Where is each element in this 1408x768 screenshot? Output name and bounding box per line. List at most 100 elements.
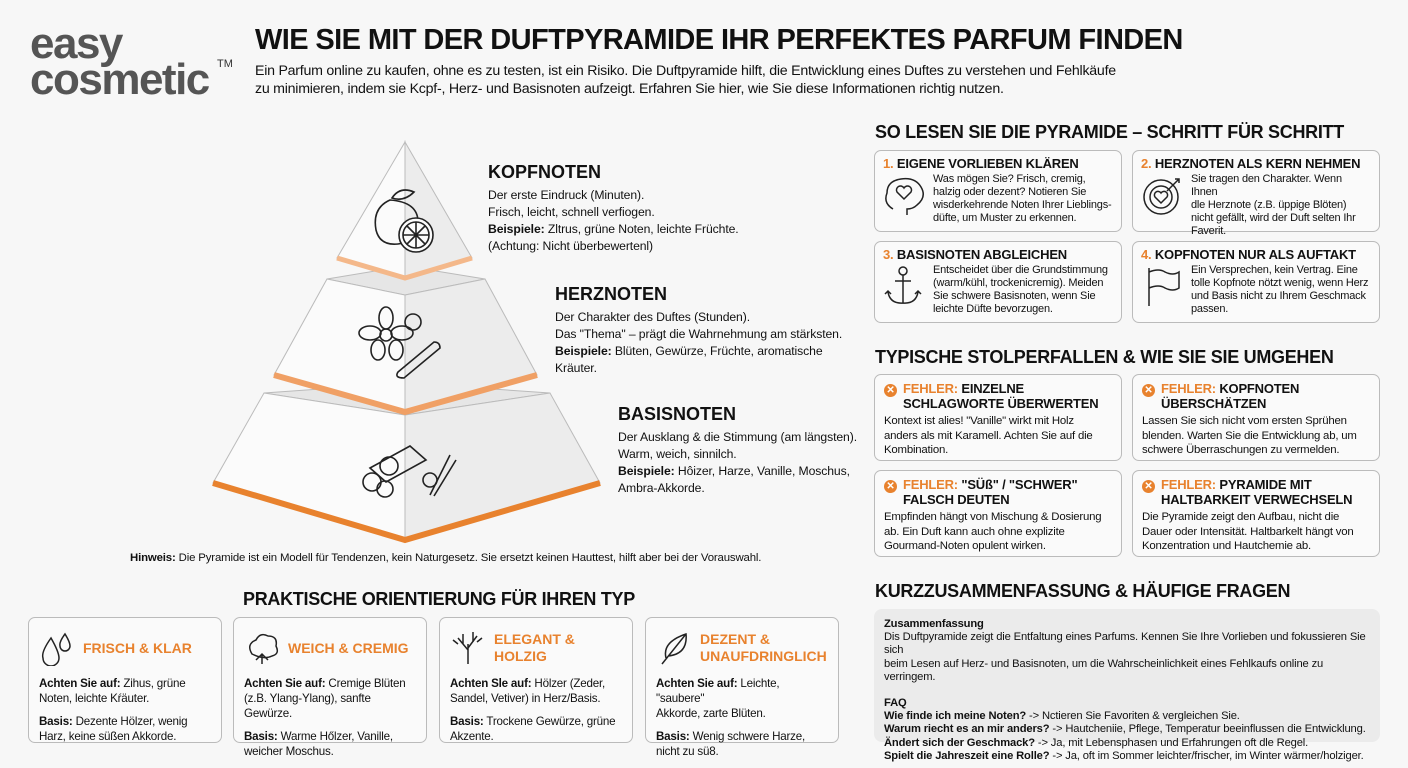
error-label: FEHLER: (903, 381, 958, 396)
faq-answer: -> Nctieren Sie Favoriten & vergleichen … (1026, 710, 1240, 723)
pitfall-card: ✕ FEHLER: KOPFNOTEN ÜBERSCHÄTZEN Lassen S… (1132, 374, 1380, 461)
type-name: DEZENT & UNAUFDRINGLICH (700, 631, 827, 664)
tree-icon (452, 632, 483, 664)
step-number: 3. (883, 247, 894, 262)
hint-label: Hinweis: (130, 552, 176, 564)
error-label: FEHLER: (1161, 477, 1216, 492)
tier-description: Der Charakter des Duftes (Stunden). Das … (555, 310, 843, 341)
error-label: FEHLER: (903, 477, 958, 492)
look-text: Hölzer (Zeder, Sandel, Vetiver) in Herz/… (450, 677, 606, 705)
droplets-icon (41, 632, 71, 666)
step-title: KOPFNOTEN NUR ALS AUFTAKT (1151, 247, 1356, 262)
types-heading: PRAKTISCHE ORIENTIERUNG FÜR IHREN TYP (243, 589, 635, 609)
type-card: WEICH & CREMIG Achten Sie auf: Cremige B… (233, 617, 427, 758)
examples-text: Zltrus, grüne Noten, leichte Früchte. (544, 222, 739, 236)
faq-item: Ändert sich der Geschmack? -> Ja, mit Le… (884, 737, 1370, 750)
pitfall-text: Lassen Sie sich nicht vom ersten Sprühen… (1142, 415, 1357, 456)
examples-text: Hôizer, Harze, Vanille, Moschus, Ambra-A… (618, 464, 850, 495)
type-card: DEZENT & UNAUFDRINGLICH Achten Sie auf: … (645, 617, 839, 758)
step-text: Entscheidet über die Grundstimmung (warm… (933, 264, 1108, 315)
type-card: ELEGANT & HOLZIG Achten Sle auf: Hölzer … (439, 617, 633, 743)
base-label: Basis: (450, 715, 484, 728)
look-label: Achten Sie auf: (244, 677, 326, 690)
base-text: Dezente Hölzer, wenig Harz, keine süßen … (39, 715, 188, 743)
faq-label: FAQ (884, 697, 907, 710)
look-text: Leichte, "saubere" Akkorde, zarte Blüten… (656, 677, 780, 720)
faq-question: Ändert sich der Geschmack? (884, 736, 1035, 749)
citrus-icon (374, 189, 434, 253)
error-icon: ✕ (884, 384, 897, 397)
pitfall-card: ✕FEHLER: "SÜß" / "SCHWER" FALSCH DEUTEN … (874, 470, 1122, 557)
examples-label: Beispiele: (618, 464, 675, 478)
base-label: Basis: (244, 730, 278, 743)
logo-line2: cosmetic (30, 55, 210, 104)
type-card: FRISCH & KLAR Achten Sie auf: Zihus, grü… (28, 617, 222, 743)
wood-vanilla-icon (362, 445, 457, 498)
tier-note: (Achtung: Nicht überbewertenl) (488, 239, 654, 253)
summary-heading: KURZZUSAMMENFASSUNG & HÄUFIGE FRAGEN (875, 581, 1291, 601)
pyramid-tier-top (336, 140, 473, 281)
base-text: Trockene Gewürze, grüne Akzente. (450, 715, 616, 743)
tier-description: Der Ausklang & die Stimmung (am längsten… (618, 430, 857, 461)
target-heart-icon (1143, 178, 1180, 215)
look-text: Cremige Blüten (z.B. Ylang-Ylang), sanft… (244, 677, 406, 720)
type-name: FRISCH & KLAR (83, 639, 192, 656)
pitfall-card: ✕ FEHLER: EINZELNE SCHLAGWORTE ÜBERWERTEN… (874, 374, 1122, 461)
step-title: BASISNOTEN ABGLEICHEN (893, 247, 1067, 262)
flower-cinnamon-icon (358, 306, 441, 379)
step-card: 3. BASISNOTEN ABGLEICHEN Entscheidet übe… (874, 241, 1122, 323)
pitfall-title: EINZELNE SCHLAGWORTE ÜBERWERTEN (903, 381, 1099, 411)
tier-text-kopfnoten: KOPFNOTEN Der erste Eindruck (Minuten). … (488, 162, 739, 255)
pyramid-hint: Hinweis: Die Pyramide ist ein Modell für… (130, 552, 761, 564)
logo-line1: easy (30, 19, 123, 68)
step-card: 1. EIGENE VORLIEBEN KLÄREN Was mögen Sie… (874, 150, 1122, 232)
step-title: HERZNOTEN ALS KERN NEHMEN (1151, 156, 1361, 171)
summary-text: Dis Duftpyramide zeigt die Entfaltung ei… (884, 631, 1366, 683)
type-name: WEICH & CREMIG (288, 639, 409, 656)
steps-heading: SO LESEN SIE DIE PYRAMIDE – SCHRITT FÜR … (875, 122, 1344, 142)
step-number: 2. (1141, 156, 1152, 171)
pitfall-text: Kontext ist alies! "Vanille" wirkt mit H… (884, 415, 1093, 456)
base-label: Basis: (656, 730, 690, 743)
base-text: Warme Hőlzer, Vanille, weicher Moschus. (244, 730, 393, 758)
tier-title: HERZNOTEN (555, 284, 667, 304)
faq-item: Wie finde ich meine Noten? -> Nctieren S… (884, 710, 1370, 723)
step-text: Ein Versprechen, kein Vertrag. Eine toll… (1191, 264, 1369, 315)
tier-text-basisnoten: BASISNOTEN Der Ausklang & die Stimmung (… (618, 404, 857, 497)
faq-answer: -> Hautcheniie, Pflege, Temperatur beein… (1049, 723, 1366, 736)
pitfall-text: Empfinden hängt von Mischung & Dosierung… (884, 511, 1102, 552)
pitfall-text: Die Pyramide zeigt den Aufbau, nicht die… (1142, 511, 1354, 552)
pyramid-graphic (212, 140, 601, 544)
brain-heart-icon (885, 177, 924, 215)
error-label: FEHLER: (1161, 381, 1216, 396)
tier-title: BASISNOTEN (618, 404, 737, 424)
error-icon: ✕ (884, 480, 897, 493)
pitfall-title: PYRAMIDE MIT HALTBARKEIT VERWECHSELN (1161, 477, 1353, 507)
examples-text: Blüten, Gewürze, Früchte, aromatische Kr… (555, 344, 823, 375)
error-icon: ✕ (1142, 480, 1155, 493)
page-subtitle: Ein Parfum online zu kaufen, ohne es zu … (255, 63, 1116, 97)
error-icon: ✕ (1142, 384, 1155, 397)
pitfall-card: ✕ FEHLER: PYRAMIDE MIT HALTBARKEIT VERWEC… (1132, 470, 1380, 557)
faq-item: Warum riecht es an mir anders? -> Hautch… (884, 723, 1370, 736)
pitfall-title: KOPFNOTEN ÜBERSCHÄTZEN (1161, 381, 1300, 411)
step-card: 4. KOPFNOTEN NUR ALS AUFTAKT Ein Verspre… (1132, 241, 1380, 323)
summary-label: Zusammenfassung (884, 618, 984, 630)
faq-question: Warum riecht es an mir anders? (884, 723, 1050, 736)
feather-icon (661, 632, 687, 665)
anchor-icon (884, 266, 922, 304)
examples-label: Beispiele: (555, 344, 612, 358)
trademark: TM (217, 58, 233, 70)
flag-icon (1148, 268, 1180, 306)
step-text: Sie tragen den Charakter. Wenn Ihnen dle… (1190, 173, 1356, 237)
faq-question: Wie finde ich meine Noten? (884, 710, 1027, 723)
look-label: Achten Sie auf: (39, 677, 121, 690)
look-text: Zihus, grüne Noten, leichte Kŕäuter. (39, 677, 186, 705)
step-number: 4. (1141, 247, 1152, 262)
pitfall-title: "SÜß" / "SCHWER" FALSCH DEUTEN (903, 477, 1078, 507)
step-text: Was mögen Sie? Frisch, cremig, halzig od… (933, 173, 1112, 224)
step-title: EIGENE VORLIEBEN KLÄREN (893, 156, 1079, 171)
pitfalls-heading: TYPISCHE STOLPERFALLEN & WIE SIE SIE UMG… (875, 347, 1334, 367)
base-text: Wenig schwere Harze, nicht zu sü8. (656, 730, 806, 758)
